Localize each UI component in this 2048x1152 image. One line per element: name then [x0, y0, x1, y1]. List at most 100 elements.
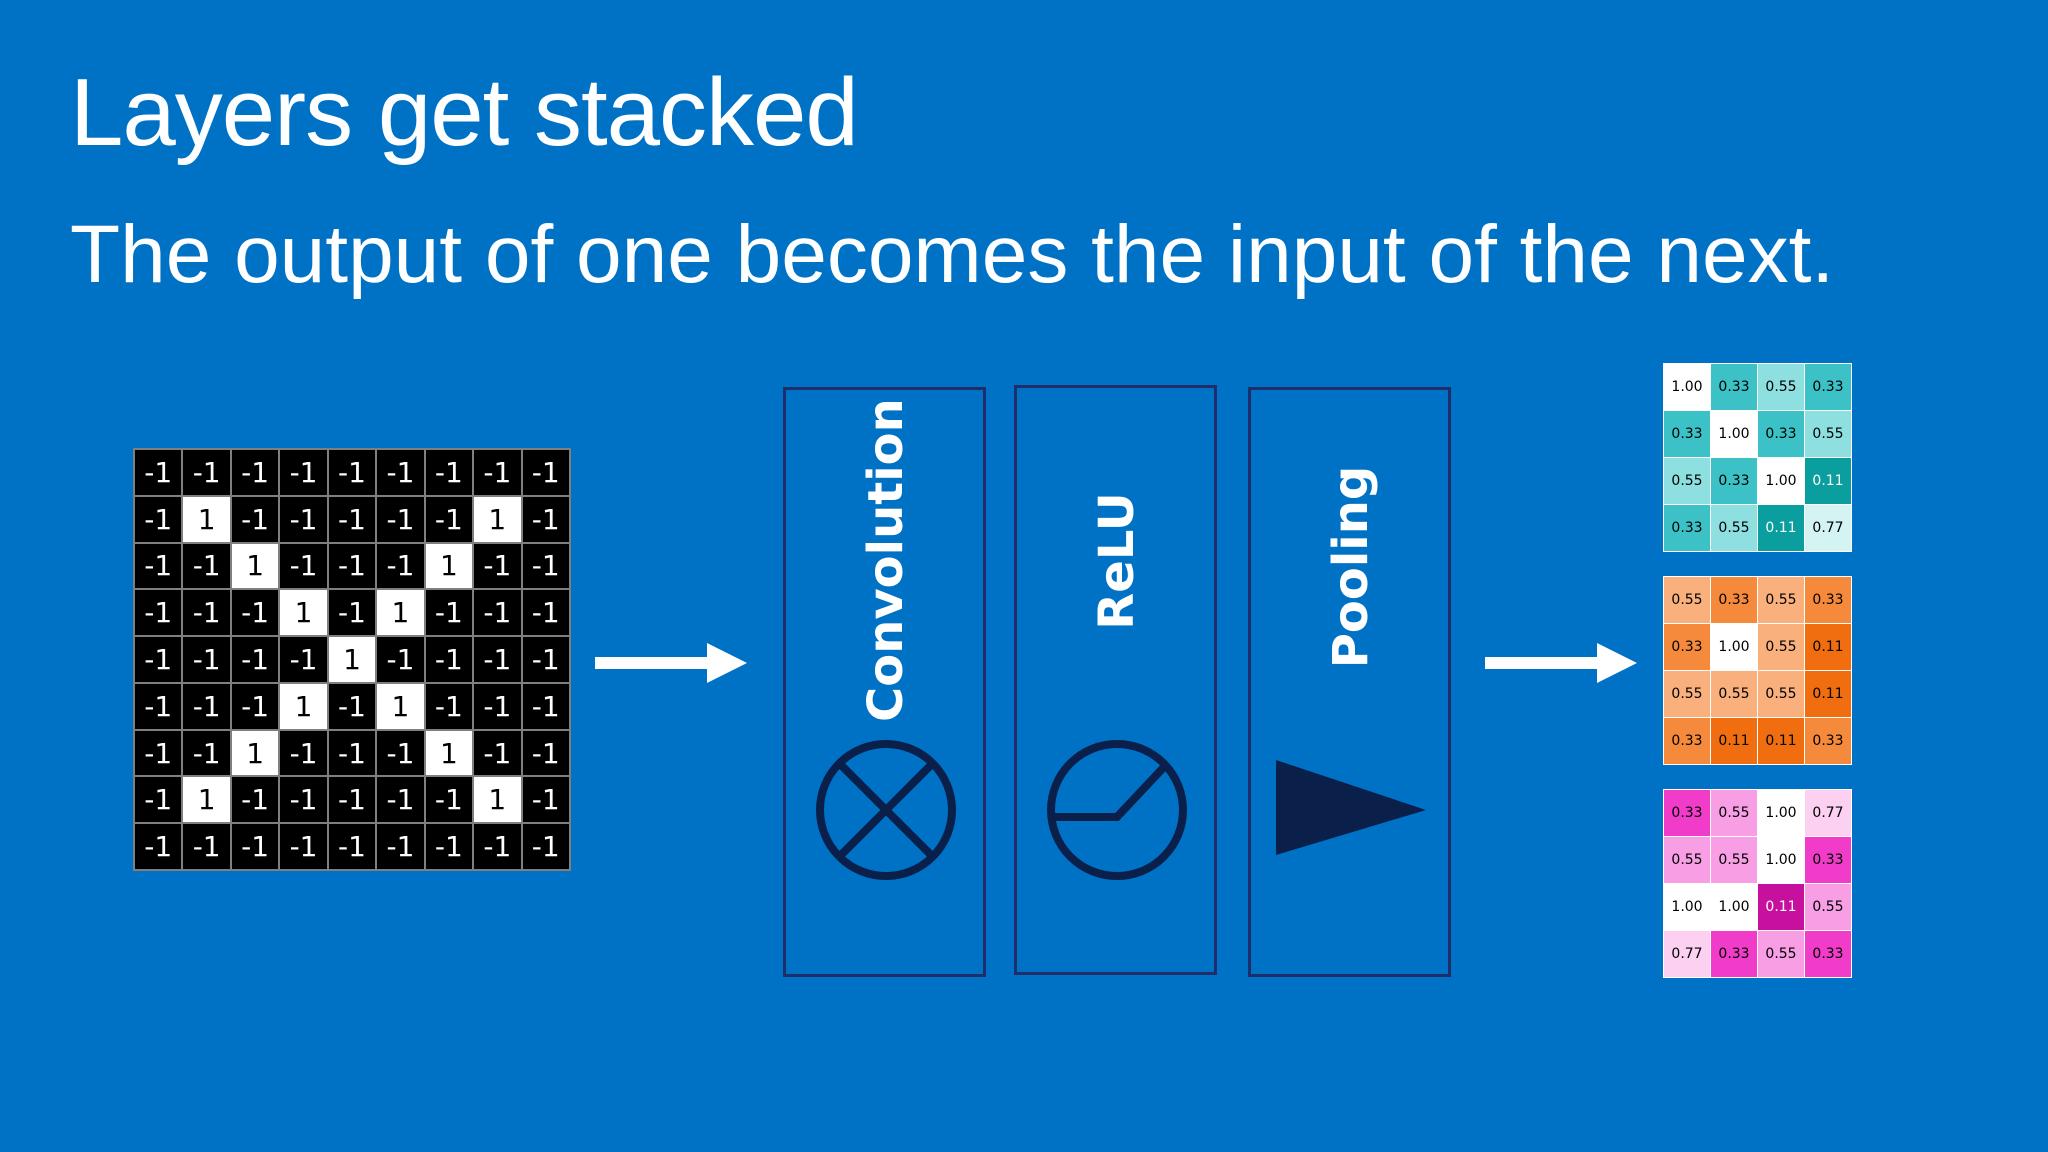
- feature-map-cell: 0.55: [1805, 884, 1851, 930]
- feature-map-cell: 1.00: [1758, 790, 1804, 836]
- feature-map-cell: 0.55: [1664, 577, 1710, 623]
- input-cell: -1: [279, 776, 328, 824]
- feature-map-cell: 0.55: [1664, 458, 1710, 504]
- input-cell: -1: [521, 449, 570, 496]
- input-cell: 1: [230, 542, 280, 590]
- feature-map-cell: 0.55: [1711, 671, 1757, 717]
- feature-map-cell: 1.00: [1711, 411, 1757, 457]
- feature-map-cell: 0.55: [1664, 671, 1710, 717]
- input-cell: -1: [134, 589, 183, 637]
- input-cell: 1: [327, 636, 377, 683]
- input-cell: -1: [376, 542, 425, 590]
- input-cell: -1: [473, 542, 522, 590]
- relu-label: ReLU: [1089, 492, 1145, 630]
- input-cell: -1: [424, 823, 474, 870]
- input-cell: -1: [521, 636, 570, 683]
- input-cell: -1: [327, 823, 377, 870]
- feature-map-cell: 0.33: [1805, 577, 1851, 623]
- input-cell: -1: [279, 495, 328, 543]
- input-cell: -1: [473, 729, 522, 777]
- pooling-label: Pooling: [1323, 465, 1379, 669]
- feature-map-cell: 0.55: [1711, 790, 1757, 836]
- input-cell: -1: [424, 776, 474, 824]
- feature-map-cell: 0.11: [1758, 884, 1804, 930]
- input-cell: -1: [376, 495, 425, 543]
- input-cell: -1: [134, 449, 183, 496]
- feature-map-cell: 0.11: [1758, 505, 1804, 551]
- convolution-label: Convolution: [858, 398, 914, 722]
- input-cell: 1: [424, 542, 474, 590]
- feature-map-cell: 0.33: [1805, 931, 1851, 977]
- input-cell: -1: [376, 636, 425, 683]
- feature-map-cell: 0.77: [1805, 790, 1851, 836]
- feature-map-cell: 0.55: [1805, 411, 1851, 457]
- input-cell: -1: [230, 776, 280, 824]
- input-cell: -1: [424, 589, 474, 637]
- arrow-right-icon: [595, 643, 747, 683]
- input-cell: -1: [230, 495, 280, 543]
- feature-map-cell: 0.55: [1711, 505, 1757, 551]
- feature-map-cell: 0.55: [1758, 931, 1804, 977]
- input-cell: -1: [182, 636, 231, 683]
- input-cell: -1: [473, 636, 522, 683]
- feature-map-cell: 0.11: [1805, 458, 1851, 504]
- input-cell: -1: [424, 495, 474, 543]
- input-cell: 1: [182, 776, 231, 824]
- convolution-layer-box: Convolution: [783, 387, 986, 977]
- input-cell: -1: [473, 823, 522, 870]
- input-cell: -1: [230, 823, 280, 870]
- input-cell: -1: [376, 823, 425, 870]
- input-cell: 1: [473, 776, 522, 824]
- input-cell: -1: [279, 542, 328, 590]
- feature-map-cell: 1.00: [1711, 884, 1757, 930]
- feature-map-cell: 0.33: [1664, 505, 1710, 551]
- input-cell: -1: [424, 636, 474, 683]
- input-cell: -1: [327, 495, 377, 543]
- input-cell: -1: [521, 823, 570, 870]
- input-cell: -1: [473, 589, 522, 637]
- input-cell: -1: [327, 776, 377, 824]
- feature-map-cell: 0.77: [1805, 505, 1851, 551]
- input-cell: -1: [230, 589, 280, 637]
- input-cell: -1: [521, 729, 570, 777]
- input-cell: -1: [424, 449, 474, 496]
- input-cell: 1: [376, 682, 425, 730]
- feature-map-cell: 0.33: [1711, 458, 1757, 504]
- input-cell: -1: [182, 542, 231, 590]
- input-cell: -1: [182, 729, 231, 777]
- input-cell: -1: [376, 729, 425, 777]
- input-cell: -1: [279, 729, 328, 777]
- feature-map-cell: 0.33: [1758, 411, 1804, 457]
- feature-map-cell: 0.33: [1664, 718, 1710, 764]
- input-cell: -1: [134, 729, 183, 777]
- slide-subtitle: The output of one becomes the input of t…: [70, 209, 1835, 300]
- input-cell: -1: [327, 682, 377, 730]
- input-cell: -1: [182, 682, 231, 730]
- feature-map-cell: 0.55: [1664, 837, 1710, 883]
- circle-x-icon: [816, 740, 956, 880]
- input-cell: 1: [230, 729, 280, 777]
- feature-map-cell: 0.55: [1758, 624, 1804, 670]
- feature-map-cell: 0.33: [1664, 411, 1710, 457]
- input-cell: -1: [376, 776, 425, 824]
- input-cell: -1: [134, 636, 183, 683]
- input-cell: -1: [182, 449, 231, 496]
- feature-map-cell: 1.00: [1758, 458, 1804, 504]
- input-cell: 1: [376, 589, 425, 637]
- input-cell: -1: [521, 542, 570, 590]
- feature-map-cell: 0.55: [1758, 364, 1804, 410]
- feature-map-cell: 0.33: [1805, 718, 1851, 764]
- input-cell: -1: [327, 729, 377, 777]
- input-cell: -1: [182, 823, 231, 870]
- input-cell: -1: [230, 449, 280, 496]
- input-cell: -1: [134, 542, 183, 590]
- feature-map-cell: 0.55: [1711, 837, 1757, 883]
- feature-map-cell: 0.33: [1664, 790, 1710, 836]
- input-cell: -1: [327, 542, 377, 590]
- feature-map-cell: 0.11: [1711, 718, 1757, 764]
- input-cell: 1: [279, 682, 328, 730]
- input-cell: -1: [327, 589, 377, 637]
